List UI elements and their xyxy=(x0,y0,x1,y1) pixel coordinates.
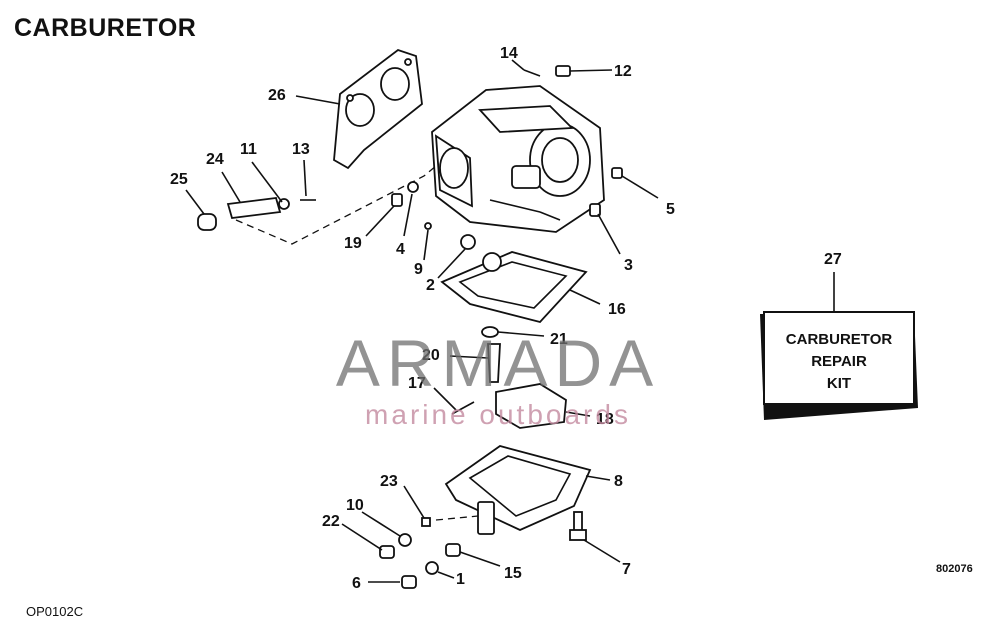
float xyxy=(495,383,567,429)
callout-2: 2 xyxy=(426,277,435,294)
small-hardware xyxy=(379,65,623,589)
callout-5: 5 xyxy=(666,201,675,218)
leader-lines xyxy=(185,59,835,583)
callout-27: 27 xyxy=(824,251,842,268)
diagram-title: CARBURETOR xyxy=(14,14,197,42)
kit-label-line1: CARBURETOR xyxy=(786,331,893,348)
callout-26: 26 xyxy=(268,87,286,104)
callout-11: 11 xyxy=(240,141,257,158)
callout-20: 20 xyxy=(422,347,440,364)
assembly-line-jet xyxy=(435,515,479,521)
callout-13: 13 xyxy=(292,141,310,158)
kit-label-line2: REPAIR xyxy=(811,353,867,370)
figure-code: 802076 xyxy=(936,563,973,575)
callout-14: 14 xyxy=(500,45,518,62)
callout-numbers: 26 11 24 13 25 19 4 9 2 12 14 5 3 16 21 … xyxy=(170,45,842,592)
carburetor-body xyxy=(431,85,605,233)
float-bowl xyxy=(444,445,592,535)
callout-17: 17 xyxy=(408,375,426,392)
callout-22: 22 xyxy=(322,513,340,530)
callout-21: 21 xyxy=(550,331,568,348)
callout-1: 1 xyxy=(456,571,465,588)
callout-19: 19 xyxy=(344,235,362,252)
flange-gasket xyxy=(333,48,423,170)
callout-18: 18 xyxy=(596,411,614,428)
float-bowl-gasket xyxy=(440,251,588,324)
callout-16: 16 xyxy=(608,301,626,318)
callout-6: 6 xyxy=(352,575,361,592)
file-reference: OP0102C xyxy=(26,604,84,619)
watermark: ARMADA marine outboards xyxy=(336,326,660,430)
callout-10: 10 xyxy=(346,497,364,514)
callout-12: 12 xyxy=(614,63,632,80)
inlet-needle xyxy=(487,343,501,383)
callout-15: 15 xyxy=(504,565,522,582)
callout-4: 4 xyxy=(396,241,405,258)
repair-kit-box: CARBURETOR REPAIR KIT xyxy=(760,311,918,420)
throttle-shaft xyxy=(197,197,316,231)
watermark-tagline: marine outboards xyxy=(365,399,631,430)
kit-label-line3: KIT xyxy=(827,375,851,392)
callout-7: 7 xyxy=(622,561,631,578)
assembly-line-linkage xyxy=(235,165,437,245)
watermark-brand: ARMADA xyxy=(336,326,660,400)
float-pin xyxy=(451,401,475,415)
callout-3: 3 xyxy=(624,257,633,274)
callout-9: 9 xyxy=(414,261,423,278)
callout-24: 24 xyxy=(206,151,224,168)
callout-25: 25 xyxy=(170,171,188,188)
callout-8: 8 xyxy=(614,473,623,490)
bowl-screw xyxy=(569,511,587,541)
callout-23: 23 xyxy=(380,473,398,490)
